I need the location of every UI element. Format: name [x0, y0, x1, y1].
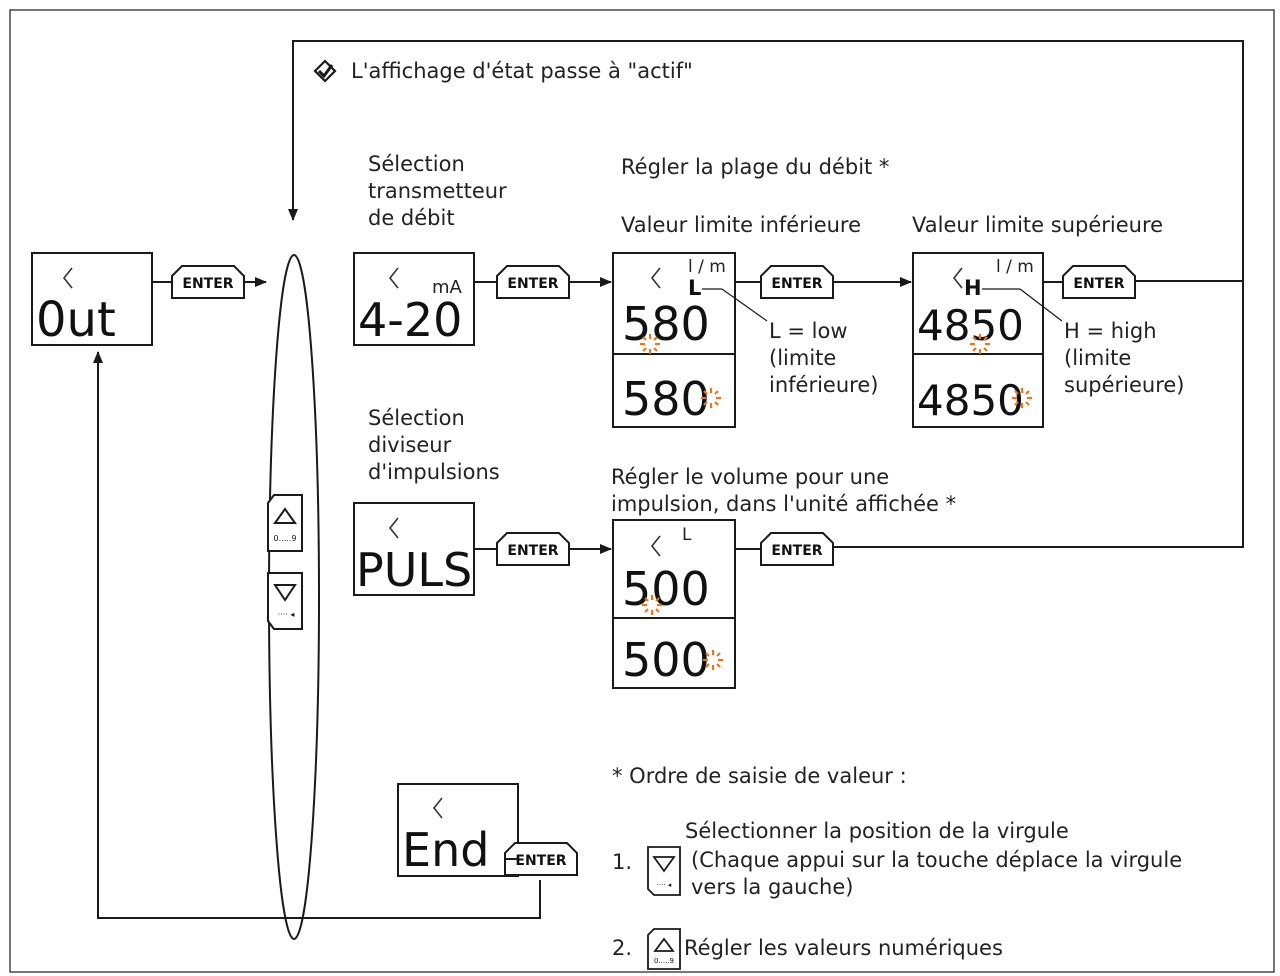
- legend-step1-number: 1.: [612, 850, 633, 874]
- high-note: H = high (limite supérieure): [1064, 319, 1185, 397]
- enter-label-1: ENTER: [182, 276, 233, 292]
- puls-value: PULS: [356, 543, 472, 597]
- status-note: L'affichage d'état passe à "actif": [351, 59, 693, 83]
- down-key-caption: ···· ◂: [278, 610, 295, 619]
- feedback-line: [288, 40, 1244, 281]
- high-bottom-value: 4850: [917, 376, 1024, 425]
- enter-label-6: ENTER: [771, 543, 822, 559]
- pulse-volume-title: Régler le volume pour une impulsion, dan…: [611, 465, 957, 516]
- down-key[interactable]: ···· ◂: [267, 572, 303, 630]
- legend-step2-text: Régler les valeurs numériques: [684, 936, 1003, 960]
- current-value: 4-20: [358, 293, 462, 347]
- svg-text:···· ◂: ···· ◂: [657, 881, 672, 889]
- current-unit: mA: [432, 277, 463, 298]
- legend-step1-text: Sélectionner la position de la virgule: [685, 819, 1069, 843]
- low-limit-display: l / m L 580 580: [612, 252, 768, 428]
- frame: [9, 9, 1275, 973]
- svg-text:0.....9: 0.....9: [654, 957, 674, 965]
- enter-label-2: ENTER: [507, 276, 558, 292]
- end-value: End: [402, 823, 489, 877]
- pulse-top-value: 500: [622, 562, 710, 616]
- legend-title: * Ordre de saisie de valeur :: [612, 764, 907, 788]
- low-letter: L: [688, 276, 701, 300]
- lower-limit-title: Valeur limite inférieure: [621, 213, 862, 237]
- current-display: mA 4-20: [353, 252, 475, 347]
- low-top-value: 580: [622, 297, 710, 351]
- enter-label-4: ENTER: [1073, 276, 1124, 292]
- low-unit: l / m: [688, 257, 726, 277]
- high-top-value: 4850: [917, 301, 1024, 350]
- out-value: 0ut: [36, 292, 116, 348]
- upper-limit-title: Valeur limite supérieure: [912, 213, 1164, 237]
- high-limit-display: l / m H 4850 4850: [912, 252, 1063, 428]
- legend-up-key-icon: 0.....9: [647, 928, 681, 970]
- legend-step1-detail: (Chaque appui sur la touche déplace la v…: [691, 848, 1183, 899]
- low-note: L = low (limite inférieure): [769, 319, 879, 397]
- return-line: [93, 351, 541, 919]
- up-key-caption: 0.....9: [274, 534, 297, 543]
- select-flow-label: Sélection transmetteur de débit: [368, 152, 507, 230]
- flow-range-title: Régler la plage du débit *: [621, 155, 890, 179]
- pulse-volume-display: L 500 500: [612, 519, 736, 689]
- up-key[interactable]: 0.....9: [267, 494, 303, 552]
- check-icon: [313, 59, 337, 83]
- puls-display: PULS: [353, 502, 475, 597]
- enter-label-7: ENTER: [515, 853, 566, 869]
- select-pulse-label: Sélection diviseur d'impulsions: [368, 406, 500, 484]
- out-display: 0ut: [31, 252, 153, 348]
- legend-step2-number: 2.: [612, 936, 633, 960]
- enter-label-3: ENTER: [771, 276, 822, 292]
- high-letter: H: [964, 276, 982, 300]
- pulse-bottom-value: 500: [622, 633, 710, 687]
- enter-label-5: ENTER: [507, 543, 558, 559]
- low-bottom-value: 580: [622, 372, 710, 426]
- high-unit: l / m: [996, 257, 1034, 277]
- end-display: End: [397, 783, 519, 877]
- pulse-unit: L: [682, 525, 692, 545]
- legend-down-key-icon: ···· ◂: [647, 846, 681, 896]
